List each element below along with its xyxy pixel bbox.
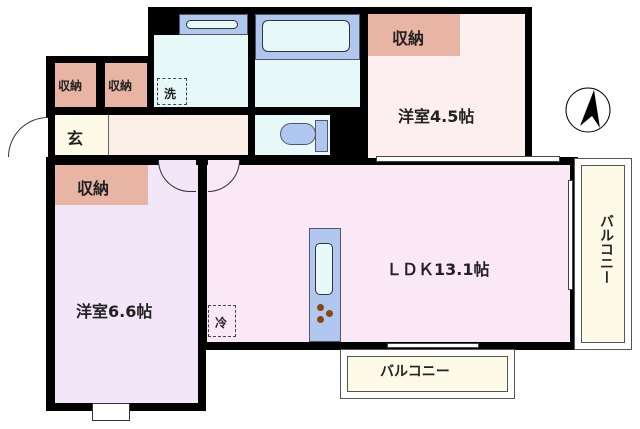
bathtub bbox=[255, 14, 360, 60]
storage-label: 収納 bbox=[108, 79, 133, 93]
storage-label: 収納 bbox=[77, 179, 110, 198]
washer-label: 洗 bbox=[164, 87, 177, 101]
stove-burner-icon bbox=[317, 304, 324, 311]
window[interactable] bbox=[376, 156, 560, 162]
storage-4: 収納 bbox=[368, 14, 460, 56]
storage-2: 収納 bbox=[105, 63, 147, 107]
balcony-bottom bbox=[340, 349, 515, 399]
entrance-label: 玄 bbox=[67, 129, 84, 148]
window[interactable] bbox=[568, 180, 573, 290]
ldk bbox=[207, 165, 570, 342]
stove-burner-icon bbox=[317, 316, 324, 323]
ldk-label: ＬＤＫ13.1帖 bbox=[386, 260, 490, 279]
kitchen-counter bbox=[309, 228, 341, 342]
western-room-small-label: 洋室4.5帖 bbox=[398, 107, 475, 126]
washer-space: 洗 bbox=[157, 78, 187, 105]
hallway bbox=[108, 115, 248, 155]
balcony-bottom-label: バルコニー bbox=[380, 364, 450, 380]
storage-3: 収納 bbox=[55, 165, 148, 205]
toilet-tank bbox=[315, 120, 328, 152]
balcony-side-label: バルコニー bbox=[598, 214, 614, 284]
fridge-space: 冷 bbox=[208, 305, 236, 337]
entrance: 玄 bbox=[55, 115, 108, 155]
north-arrow-icon bbox=[565, 87, 611, 133]
storage-1: 収納 bbox=[55, 63, 96, 107]
room-door[interactable] bbox=[92, 403, 130, 421]
vanity-sink bbox=[179, 14, 248, 35]
entrance-door[interactable] bbox=[8, 117, 48, 157]
toilet-bowl bbox=[280, 123, 316, 145]
storage-label: 収納 bbox=[58, 79, 83, 93]
balcony-side bbox=[574, 158, 632, 350]
western-room-large-label: 洋室6.6帖 bbox=[76, 302, 153, 321]
storage-label: 収納 bbox=[392, 29, 425, 48]
fridge-label: 冷 bbox=[215, 316, 228, 330]
window[interactable] bbox=[387, 343, 479, 348]
stove-burner-icon bbox=[326, 310, 333, 317]
